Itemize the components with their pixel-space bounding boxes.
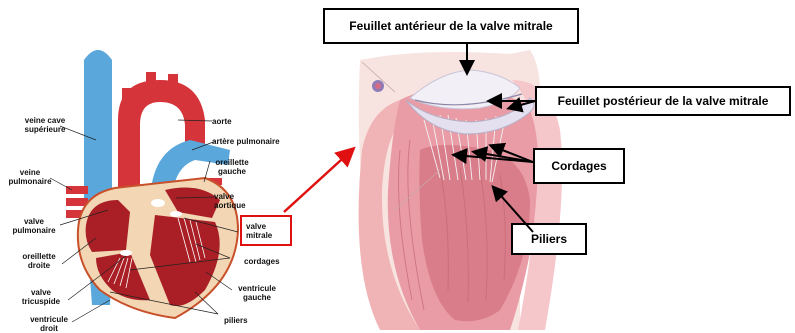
label-right-atrium: oreillette droite [16, 252, 62, 270]
label-mitral-valve: valve mitrale [246, 222, 286, 240]
label-pulmonary-artery: artère pulmonaire [212, 137, 292, 146]
label-superior-vena-cava: veine cave supérieure [22, 116, 68, 134]
aortic-valve [151, 199, 165, 207]
mitral-valve [170, 211, 182, 217]
pulmonary-vein-left [66, 186, 88, 194]
mitral-valve-highlight: valve mitrale [240, 215, 292, 246]
label-aortic-valve: valve aortique [214, 192, 248, 210]
label-left-atrium: oreillette gauche [210, 158, 254, 176]
callout-posterior-leaflet: Feuillet postérieur de la valve mitrale [535, 86, 791, 116]
label-pulmonary-vein: veine pulmonaire [6, 168, 54, 186]
label-tricuspid-valve: valve tricuspide [18, 288, 64, 306]
label-left-ventricle: ventricule gauche [234, 284, 280, 302]
label-aorta: aorte [212, 117, 242, 126]
label-piliers-left: piliers [224, 316, 258, 325]
label-pulmonary-valve: valve pulmonaire [10, 217, 58, 235]
label-cordages-left: cordages [244, 257, 284, 266]
callout-piliers: Piliers [511, 223, 587, 255]
callout-anterior-leaflet: Feuillet antérieur de la valve mitrale [323, 8, 579, 44]
superior-vena-cava [84, 60, 112, 210]
callout-cordages: Cordages [533, 148, 625, 184]
mitral-valve-closeup [340, 40, 795, 330]
label-right-ventricle: ventricule droit [26, 315, 72, 333]
tricuspid-valve [120, 250, 132, 256]
